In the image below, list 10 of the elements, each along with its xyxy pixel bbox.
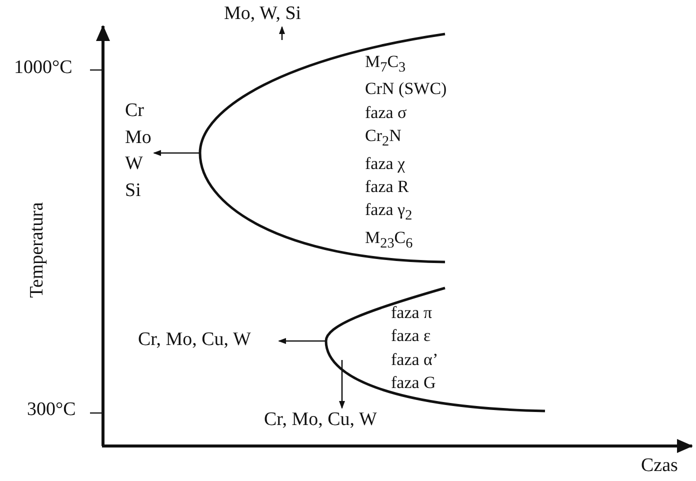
arrow xyxy=(278,338,326,344)
axis-tick-label: 300°C xyxy=(27,399,76,422)
element-list: Cr, Mo, Cu, W xyxy=(264,409,416,432)
axis-tick-label: 1000°C xyxy=(14,57,72,80)
element-list: Cr Mo W Si xyxy=(125,98,153,210)
arrow xyxy=(153,150,200,156)
axis-title: Czas xyxy=(641,455,678,478)
element-list: Cr, Mo, Cu, W xyxy=(138,329,278,352)
axis-title: Temperatura xyxy=(26,202,49,298)
element-list: Mo, W, Si xyxy=(224,3,336,26)
